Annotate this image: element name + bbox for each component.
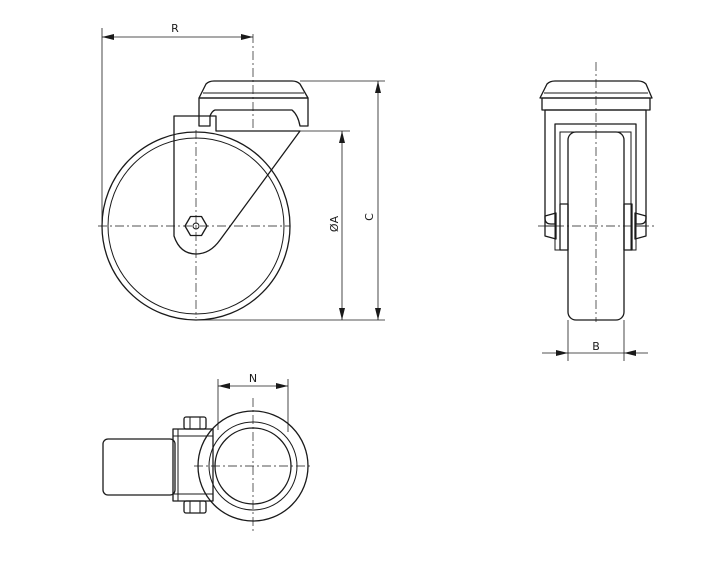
front-axle-nut-left — [544, 212, 557, 240]
side-view — [98, 34, 309, 321]
dimension-b-label: B — [592, 340, 600, 353]
front-hub-left — [559, 203, 569, 251]
dimension-r: R — [101, 22, 253, 226]
dimension-n: N — [217, 372, 289, 432]
front-top-plate — [539, 80, 653, 99]
top-wheel — [102, 438, 176, 496]
top-nut-upper — [183, 416, 207, 430]
top-fork-frame — [172, 428, 214, 502]
dimension-a: ØA — [196, 130, 385, 321]
top-nut-lower — [183, 500, 207, 514]
front-axle-nut-right — [634, 212, 647, 240]
side-fork — [173, 115, 301, 255]
dimension-a-label: ØA — [328, 215, 341, 232]
front-view — [538, 62, 654, 322]
top-view — [102, 398, 312, 532]
dimension-r-label: R — [171, 22, 179, 35]
front-hub-right — [623, 203, 633, 251]
dimension-b: B — [542, 320, 648, 361]
dimension-n-label: N — [249, 372, 257, 385]
side-top-plate — [198, 80, 309, 99]
dimension-c-label: C — [363, 213, 376, 221]
dimension-c: C — [300, 80, 385, 320]
